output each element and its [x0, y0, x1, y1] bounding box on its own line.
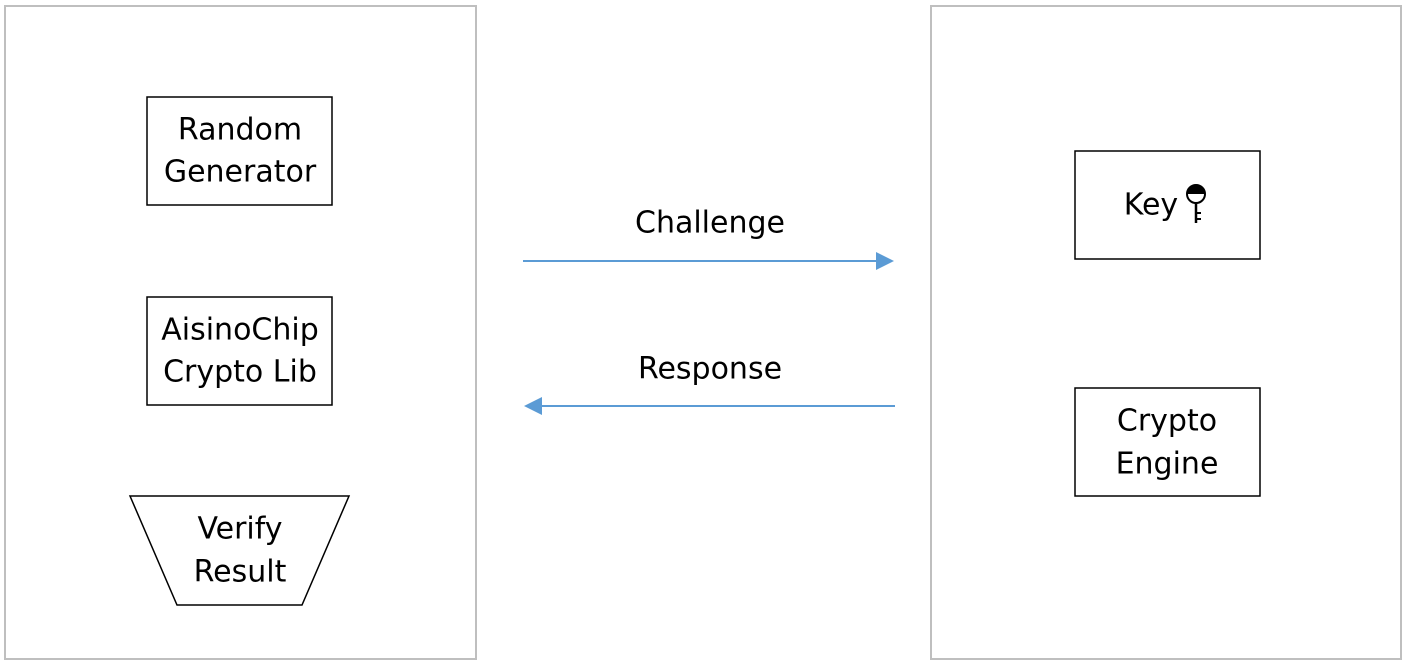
key-frame [1074, 150, 1261, 260]
challenge-label: Challenge [635, 206, 785, 241]
key-box: Key [1074, 150, 1261, 260]
verify-result-trapezoid: Verify Result [128, 495, 351, 606]
verify-result-frame [128, 495, 351, 606]
response-arrow: Response [524, 352, 895, 415]
crypto-engine-frame [1074, 387, 1261, 497]
right-panel-frame [930, 5, 1402, 660]
crypto-engine-label-line1: Crypto [1117, 404, 1217, 439]
verify-result-label-line2: Result [194, 555, 287, 590]
crypto-lib-label-line2: Crypto Lib [163, 355, 317, 390]
response-label: Response [638, 352, 782, 387]
random-generator-label-line1: Random [178, 113, 302, 148]
left-panel: Random Generator AisinoChip Crypto Lib V… [4, 5, 477, 660]
key-label: Key [1124, 188, 1178, 223]
random-generator-frame [146, 96, 333, 206]
random-generator-label-line2: Generator [164, 155, 317, 190]
crypto-engine-label-line2: Engine [1116, 447, 1219, 482]
random-generator-box: Random Generator [146, 96, 333, 206]
challenge-arrow: Challenge [523, 206, 894, 270]
crypto-engine-box: Crypto Engine [1074, 387, 1261, 497]
crypto-lib-label-line1: AisinoChip [161, 313, 319, 348]
response-arrowhead [524, 397, 542, 415]
crypto-lib-box: AisinoChip Crypto Lib [146, 296, 333, 406]
right-panel: Key Crypto Engine [930, 5, 1402, 660]
key-icon [1186, 184, 1206, 223]
crypto-lib-frame [146, 296, 333, 406]
verify-result-label-line1: Verify [197, 512, 282, 547]
challenge-arrowhead [876, 252, 894, 270]
